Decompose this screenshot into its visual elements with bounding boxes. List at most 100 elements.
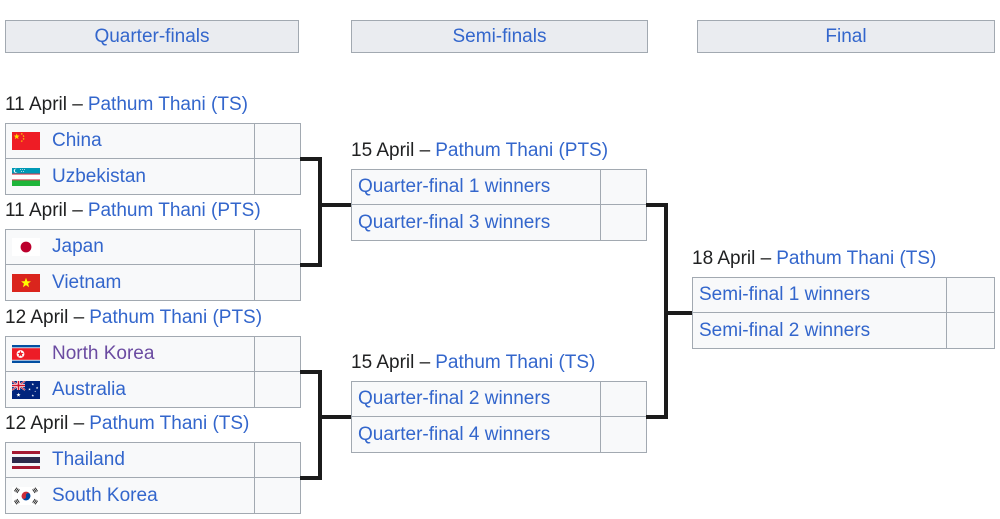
connector-qf3-stub (300, 370, 322, 374)
score-cell (254, 124, 300, 158)
score-cell (254, 372, 300, 407)
match-date-line: 12 April –Pathum Thani (PTS) (5, 307, 301, 329)
match-date: 18 April – (692, 248, 772, 269)
match-table: Japan Vietnam (5, 229, 301, 301)
venue-link[interactable]: Pathum Thani (PTS) (435, 140, 609, 161)
team-link[interactable]: Vietnam (52, 271, 122, 293)
team-row: North Korea (6, 337, 300, 372)
match-sf2: 15 April –Pathum Thani (TS) Quarter-fina… (351, 352, 647, 453)
match-date: 12 April – (5, 413, 85, 434)
team-row: Quarter-final 4 winners (352, 417, 646, 452)
match-date: 12 April – (5, 307, 85, 328)
team-link[interactable]: Semi-final 2 winners (699, 319, 871, 341)
score-cell (600, 382, 646, 416)
team-cell: Vietnam (6, 265, 254, 300)
match-qf1: 11 April –Pathum Thani (TS) China Uzbeki… (5, 94, 301, 195)
match-qf3: 12 April –Pathum Thani (PTS) North Korea… (5, 307, 301, 408)
team-link[interactable]: Uzbekistan (52, 165, 146, 187)
flag-south-korea-icon[interactable] (12, 486, 40, 505)
match-table: Quarter-final 2 winners Quarter-final 4 … (351, 381, 647, 453)
match-date: 15 April – (351, 352, 431, 373)
score-cell (254, 159, 300, 194)
score-cell (600, 205, 646, 240)
venue-link[interactable]: Pathum Thani (TS) (435, 352, 596, 373)
match-date: 15 April – (351, 140, 431, 161)
team-link[interactable]: South Korea (52, 484, 158, 506)
connector-final-feed (664, 311, 692, 315)
connector-qf4-stub (300, 476, 322, 480)
team-cell: Quarter-final 4 winners (352, 417, 600, 452)
connector-sf2-stub (646, 415, 668, 419)
connector-qf3-qf4-vertical (318, 370, 322, 480)
venue-link[interactable]: Pathum Thani (TS) (89, 413, 250, 434)
team-cell: Semi-final 2 winners (693, 313, 946, 348)
match-table: Thailand South Korea (5, 442, 301, 514)
venue-link[interactable]: Pathum Thani (PTS) (87, 200, 261, 221)
flag-japan-icon[interactable] (12, 238, 40, 256)
team-link[interactable]: Japan (52, 236, 104, 257)
team-link[interactable]: Quarter-final 1 winners (358, 176, 551, 197)
team-link[interactable]: Thailand (52, 449, 125, 470)
match-date: 11 April – (5, 94, 83, 115)
team-cell: Quarter-final 3 winners (352, 205, 600, 240)
team-cell: Japan (6, 230, 254, 264)
score-cell (600, 417, 646, 452)
team-row: Quarter-final 2 winners (352, 382, 646, 417)
match-date-line: 15 April –Pathum Thani (PTS) (351, 140, 647, 162)
match-final: 18 April –Pathum Thani (TS) Semi-final 1… (692, 248, 995, 349)
team-row: China (6, 124, 300, 159)
round-header-semi-finals: Semi-finals (351, 20, 648, 53)
flag-vietnam-icon[interactable] (12, 273, 40, 292)
match-table: Semi-final 1 winners Semi-final 2 winner… (692, 277, 995, 349)
team-row: South Korea (6, 478, 300, 513)
round-header-final-link[interactable]: Final (825, 25, 867, 47)
team-link[interactable]: Semi-final 1 winners (699, 284, 871, 305)
score-cell (946, 313, 994, 348)
flag-north-korea-icon[interactable] (12, 345, 40, 363)
team-link[interactable]: Australia (52, 378, 126, 400)
connector-qf1-qf2-vertical (318, 157, 322, 267)
score-cell (254, 230, 300, 264)
venue-link[interactable]: Pathum Thani (TS) (87, 94, 248, 115)
score-cell (254, 337, 300, 371)
team-row: Semi-final 2 winners (693, 313, 994, 348)
match-date-line: 11 April –Pathum Thani (TS) (5, 94, 301, 116)
match-qf2: 11 April –Pathum Thani (PTS) Japan Vietn… (5, 200, 301, 301)
match-date-line: 15 April –Pathum Thani (TS) (351, 352, 647, 374)
team-link[interactable]: North Korea (52, 343, 155, 364)
team-link[interactable]: China (52, 130, 102, 151)
flag-uzbekistan-icon[interactable] (12, 167, 40, 186)
team-cell: Uzbekistan (6, 159, 254, 194)
venue-link[interactable]: Pathum Thani (TS) (776, 248, 937, 269)
round-header-quarter-finals-link[interactable]: Quarter-finals (94, 25, 210, 47)
flag-thailand-icon[interactable] (12, 451, 40, 469)
match-date-line: 12 April –Pathum Thani (TS) (5, 413, 301, 435)
team-cell: Thailand (6, 443, 254, 477)
match-date-line: 18 April –Pathum Thani (TS) (692, 248, 995, 270)
connector-sf1-feed (318, 203, 351, 207)
match-sf1: 15 April –Pathum Thani (PTS) Quarter-fin… (351, 140, 647, 241)
team-row: Australia (6, 372, 300, 407)
round-header-quarter-finals: Quarter-finals (5, 20, 299, 53)
flag-australia-icon[interactable] (12, 380, 40, 399)
match-table: China Uzbekistan (5, 123, 301, 195)
round-header-final: Final (697, 20, 995, 53)
match-table: Quarter-final 1 winners Quarter-final 3 … (351, 169, 647, 241)
team-row: Uzbekistan (6, 159, 300, 194)
round-header-semi-finals-link[interactable]: Semi-finals (452, 25, 547, 47)
team-row: Thailand (6, 443, 300, 478)
flag-china-icon[interactable] (12, 132, 40, 150)
team-link[interactable]: Quarter-final 4 winners (358, 423, 551, 445)
score-cell (254, 478, 300, 513)
venue-link[interactable]: Pathum Thani (PTS) (89, 307, 263, 328)
team-link[interactable]: Quarter-final 3 winners (358, 211, 551, 233)
team-link[interactable]: Quarter-final 2 winners (358, 388, 551, 409)
team-cell: Semi-final 1 winners (693, 278, 946, 312)
connector-sf1-stub (646, 203, 668, 207)
connector-sf2-feed (318, 415, 351, 419)
match-qf4: 12 April –Pathum Thani (TS) Thailand Sou… (5, 413, 301, 514)
match-date: 11 April – (5, 200, 83, 221)
score-cell (600, 170, 646, 204)
team-row: Quarter-final 3 winners (352, 205, 646, 240)
